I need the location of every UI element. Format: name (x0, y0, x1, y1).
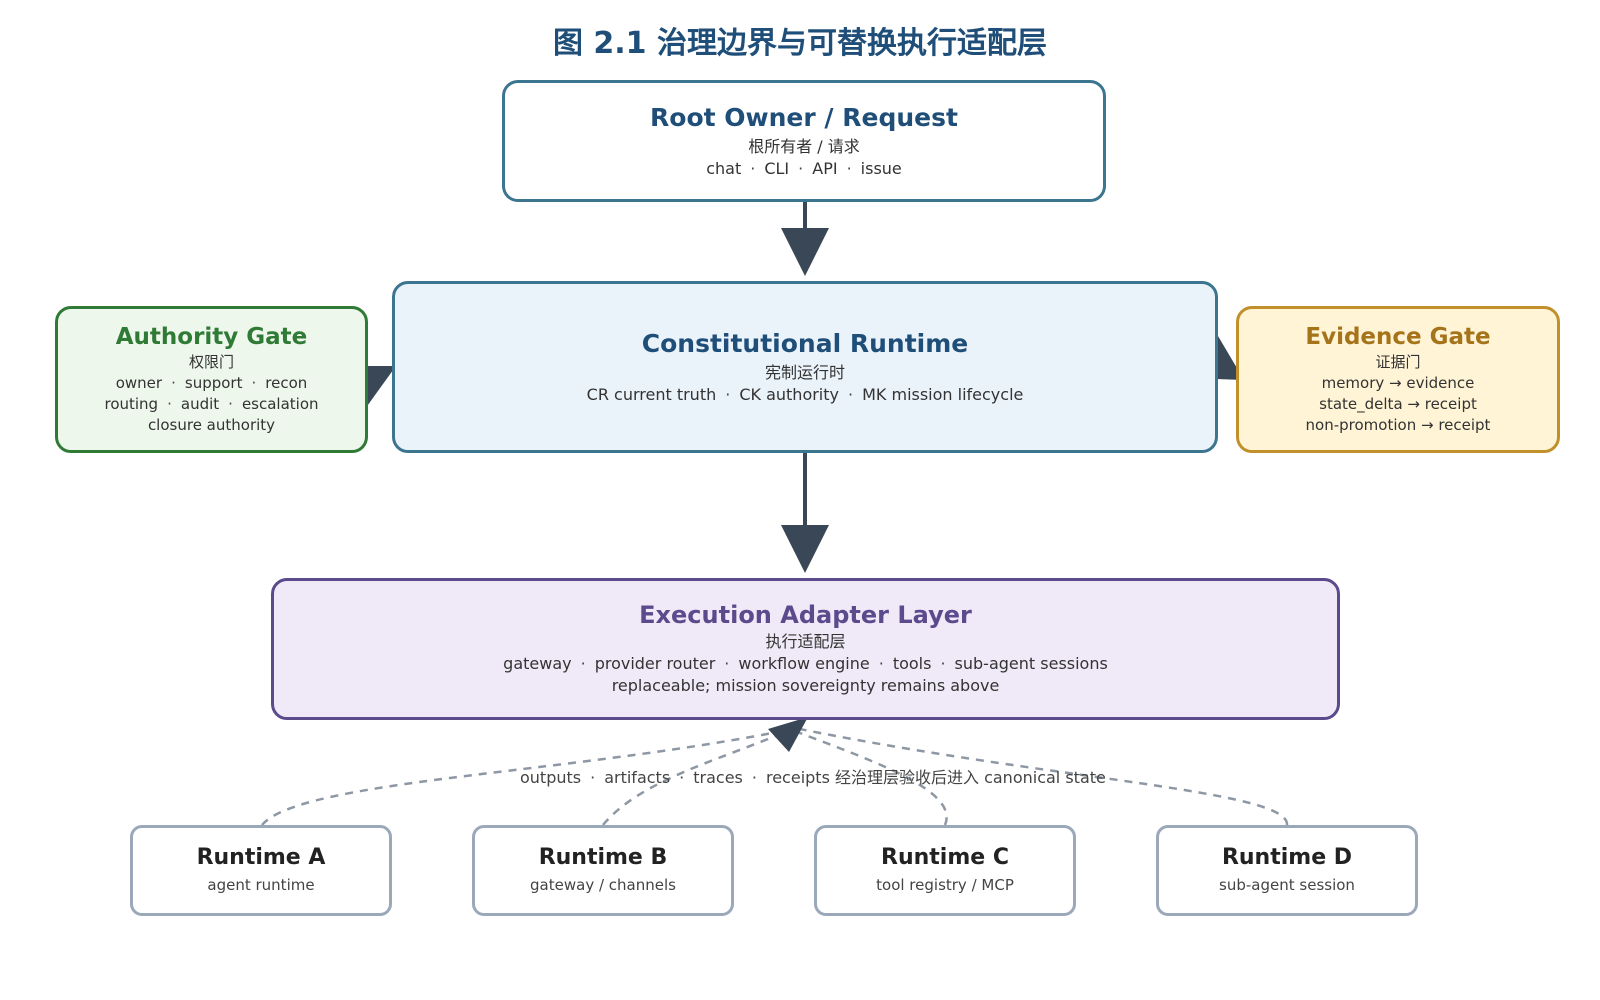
runtimes-to-exec-arrowhead (768, 717, 808, 752)
execution-adapter-note: replaceable; mission sovereignty remains… (611, 676, 1000, 695)
constitutional-runtime-subtitle: 宪制运行时 (764, 362, 845, 382)
authority-item: recon (265, 373, 308, 392)
root-owner-channels: chat·CLI·API·issue (706, 158, 902, 178)
flow-item: receipts 经治理层验收后进入 canonical state (765, 768, 1106, 787)
authority-item: escalation (241, 394, 319, 413)
constitutional-runtime-box: Constitutional Runtime 宪制运行时 CR current … (392, 281, 1218, 453)
evidence-gate-box: Evidence Gate 证据门 memory → evidence stat… (1236, 306, 1560, 453)
runtime-b-return-path (602, 728, 791, 826)
exec-component: provider router (594, 654, 716, 673)
constitutional-runtime-heading: Constitutional Runtime (641, 328, 969, 358)
authority-gate-line-3: closure authority (147, 415, 276, 434)
execution-adapter-heading: Execution Adapter Layer (639, 601, 972, 629)
exec-component: gateway (503, 654, 572, 673)
flow-item: traces (693, 768, 743, 787)
authority-gate-line-1: owner·support·recon (115, 373, 308, 392)
runtime-c-box: Runtime C tool registry / MCP (814, 825, 1076, 916)
exec-component: workflow engine (738, 654, 870, 673)
runtime-name: Runtime B (538, 845, 668, 870)
execution-adapter-box: Execution Adapter Layer 执行适配层 gateway·pr… (271, 578, 1340, 720)
cr-part: MK mission lifecycle (862, 384, 1024, 404)
evidence-gate-line-2: state_delta → receipt (1319, 394, 1477, 413)
authority-gate-subtitle: 权限门 (188, 352, 234, 371)
constitutional-runtime-parts: CR current truth·CK authority·MK mission… (586, 384, 1024, 404)
authority-item: support (184, 373, 243, 392)
runtime-desc: tool registry / MCP (876, 876, 1014, 894)
authority-gate-heading: Authority Gate (115, 323, 308, 350)
exec-component: tools (892, 654, 932, 673)
evidence-gate-line-1: memory → evidence (1321, 373, 1475, 392)
execution-adapter-components: gateway·provider router·workflow engine·… (503, 654, 1108, 673)
channel-item: chat (706, 158, 742, 178)
root-to-cr-arrowhead (781, 228, 829, 276)
runtime-a-return-path (261, 728, 789, 826)
evidence-gate-line-3: non-promotion → receipt (1305, 415, 1491, 434)
root-owner-subtitle: 根所有者 / 请求 (748, 136, 860, 156)
authority-gate-box: Authority Gate 权限门 owner·support·recon r… (55, 306, 368, 453)
channel-item: issue (860, 158, 902, 178)
runtime-desc: gateway / channels (530, 876, 676, 894)
evidence-gate-subtitle: 证据门 (1375, 352, 1421, 371)
runtime-name: Runtime C (881, 845, 1009, 870)
figure-title: 图 2.1 治理边界与可替换执行适配层 (552, 26, 1048, 61)
runtime-b-box: Runtime B gateway / channels (472, 825, 734, 916)
exec-component: sub-agent sessions (954, 654, 1108, 673)
authority-gate-line-2: routing·audit·escalation (104, 394, 319, 413)
execution-adapter-subtitle: 执行适配层 (765, 632, 846, 651)
runtime-a-box: Runtime A agent runtime (130, 825, 392, 916)
flow-item: artifacts (604, 768, 671, 787)
evidence-gate-heading: Evidence Gate (1305, 323, 1491, 350)
cr-part: CK authority (739, 384, 839, 404)
authority-item: routing (104, 394, 159, 413)
channel-item: CLI (764, 158, 790, 178)
runtime-name: Runtime D (1221, 845, 1353, 870)
flow-item: outputs (520, 768, 582, 787)
root-owner-box: Root Owner / Request 根所有者 / 请求 chat·CLI·… (502, 80, 1106, 202)
cr-to-exec-arrowhead (781, 525, 829, 573)
runtime-desc: agent runtime (207, 876, 315, 894)
root-owner-heading: Root Owner / Request (650, 102, 958, 132)
cr-part: CR current truth (586, 384, 717, 404)
runtime-d-return-path (794, 726, 1289, 826)
channel-item: API (812, 158, 838, 178)
authority-item: audit (180, 394, 220, 413)
runtime-desc: sub-agent session (1219, 876, 1355, 894)
runtime-name: Runtime A (196, 845, 326, 870)
authority-item: owner (115, 373, 163, 392)
runtime-d-box: Runtime D sub-agent session (1156, 825, 1418, 916)
return-flow-label: outputs·artifacts·traces·receipts 经治理层验收… (520, 768, 1106, 787)
